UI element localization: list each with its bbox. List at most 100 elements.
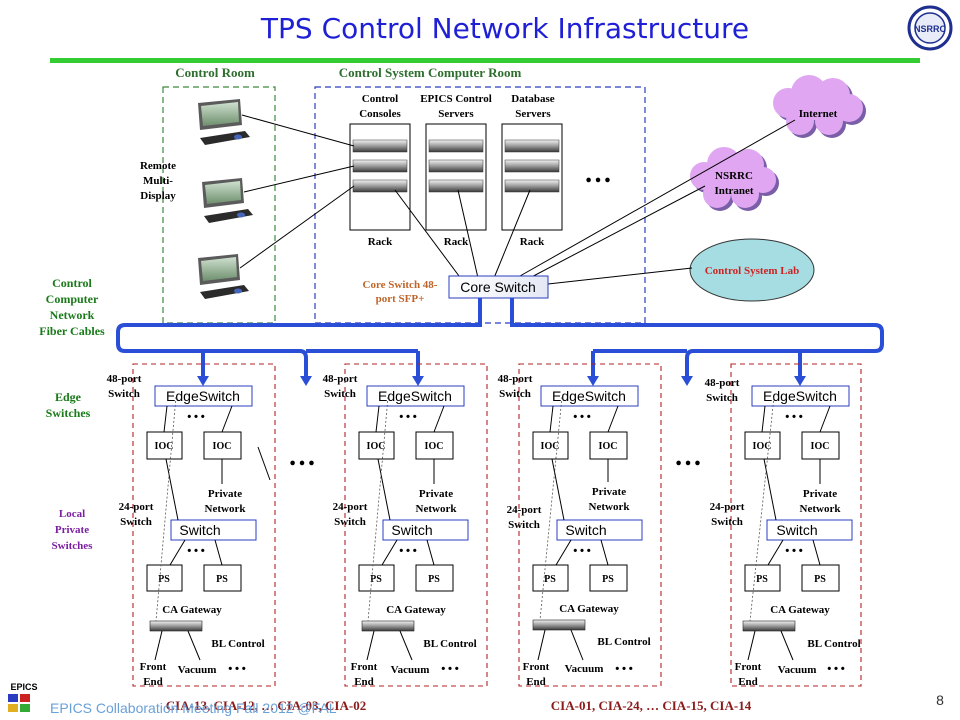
svg-text:Vacuum: Vacuum (391, 664, 430, 676)
svg-text:End: End (738, 676, 758, 688)
svg-text:Switch: Switch (565, 522, 606, 538)
svg-text:End: End (143, 676, 163, 688)
svg-text:48-port: 48-port (705, 377, 740, 389)
svg-text:…: … (572, 535, 592, 557)
svg-text:Intranet: Intranet (714, 185, 753, 197)
svg-text:PS: PS (756, 574, 768, 585)
cell-group-4: 48-port Switch EdgeSwitch … IOC IOC Priv… (705, 363, 862, 688)
rack-epics-servers: Rack (425, 123, 487, 248)
svg-text:Control: Control (52, 276, 92, 290)
fiber-cable-loop (116, 298, 884, 380)
svg-text:…: … (826, 653, 846, 675)
svg-text:Private: Private (55, 524, 89, 536)
svg-text:Network: Network (800, 503, 842, 515)
svg-text:Switch: Switch (120, 516, 152, 528)
svg-text:Switch: Switch (391, 522, 432, 538)
svg-text:IOC: IOC (599, 441, 618, 452)
svg-text:Database: Database (511, 93, 555, 105)
svg-text:CA Gateway: CA Gateway (162, 604, 222, 616)
svg-text:Remote: Remote (140, 160, 176, 172)
svg-text:48-port: 48-port (323, 373, 358, 385)
svg-text:48-port: 48-port (107, 373, 142, 385)
svg-text:Servers: Servers (438, 108, 474, 120)
svg-text:Vacuum: Vacuum (778, 664, 817, 676)
rack-header-consoles: Control Consoles (359, 93, 401, 120)
svg-text:EdgeSwitch: EdgeSwitch (552, 388, 626, 404)
svg-text:Switch: Switch (324, 388, 356, 400)
svg-text:EdgeSwitch: EdgeSwitch (763, 388, 837, 404)
svg-text:Switch: Switch (711, 516, 743, 528)
svg-text:24-port: 24-port (507, 504, 542, 516)
svg-text:Network: Network (205, 503, 247, 515)
svg-text:Switch: Switch (499, 388, 531, 400)
svg-text:Vacuum: Vacuum (565, 663, 604, 675)
rack-links (394, 189, 531, 281)
svg-text:24-port: 24-port (333, 501, 368, 513)
svg-text:Switch: Switch (508, 519, 540, 531)
svg-text:…: … (186, 401, 206, 423)
svg-text:…: … (572, 401, 592, 423)
rack-ellipsis: … (584, 158, 612, 189)
rack-database-servers: Rack (501, 123, 563, 248)
svg-text:Front: Front (140, 661, 167, 673)
svg-text:BL Control: BL Control (423, 638, 476, 650)
svg-text:Private: Private (803, 488, 837, 500)
local-private-switches-label: Local Private Switches (52, 508, 94, 552)
svg-text:Internet: Internet (799, 108, 838, 120)
svg-text:Switch: Switch (776, 522, 817, 538)
svg-text:BL Control: BL Control (211, 638, 264, 650)
svg-text:24-port: 24-port (710, 501, 745, 513)
core-switch: Core Switch (448, 275, 549, 299)
svg-text:…: … (614, 653, 634, 675)
svg-text:Switches: Switches (46, 406, 91, 420)
svg-text:PS: PS (602, 574, 614, 585)
internet-cloud: Internet (773, 75, 866, 138)
svg-text:CA Gateway: CA Gateway (559, 603, 619, 615)
svg-text:Display: Display (140, 190, 176, 202)
cell-group-2: 48-port Switch EdgeSwitch … IOC IOC Priv… (323, 363, 488, 688)
svg-text:IOC: IOC (367, 441, 386, 452)
control-system-lab: Control System Lab (689, 238, 815, 302)
svg-text:BL Control: BL Control (807, 638, 860, 650)
svg-text:Control: Control (362, 93, 398, 105)
svg-text:EPICS Control: EPICS Control (420, 93, 492, 105)
svg-text:…: … (227, 653, 247, 675)
svg-text:Consoles: Consoles (359, 108, 401, 120)
svg-text:Servers: Servers (515, 108, 551, 120)
svg-text:End: End (354, 676, 374, 688)
svg-text:Switch: Switch (108, 388, 140, 400)
svg-text:IOC: IOC (155, 441, 174, 452)
svg-text:Private: Private (208, 488, 242, 500)
svg-text:Multi-: Multi- (143, 175, 173, 187)
svg-text:…: … (784, 535, 804, 557)
svg-text:EdgeSwitch: EdgeSwitch (378, 388, 452, 404)
remote-display-label: Remote Multi- Display (140, 160, 176, 202)
svg-text:Front: Front (523, 661, 550, 673)
rack-header-epics: EPICS Control Servers (420, 93, 492, 120)
console-links (239, 114, 355, 269)
external-links (519, 119, 796, 285)
svg-text:EdgeSwitch: EdgeSwitch (166, 388, 240, 404)
cell-group-3: 48-port Switch EdgeSwitch … IOC IOC Priv… (498, 363, 662, 688)
computer-room-label: Control System Computer Room (339, 65, 522, 80)
svg-text:Rack: Rack (444, 236, 469, 248)
svg-text:Switch: Switch (179, 522, 220, 538)
title-underline (50, 58, 920, 63)
workstation-2 (202, 178, 253, 223)
group-ellipsis-left: … (288, 441, 316, 472)
svg-text:PS: PS (544, 574, 556, 585)
epics-logo: EPICS (8, 682, 38, 712)
svg-text:Edge: Edge (55, 390, 82, 404)
page-number: 8 (936, 692, 944, 708)
rack-header-database: Database Servers (511, 93, 555, 120)
intranet-cloud: NSRRC Intranet (690, 147, 779, 211)
workstation-3 (198, 254, 249, 299)
svg-text:Control System Lab: Control System Lab (705, 265, 800, 277)
svg-text:Computer: Computer (46, 292, 99, 306)
workstation-1 (198, 99, 250, 145)
svg-text:PS: PS (814, 574, 826, 585)
svg-text:Core Switch 48-: Core Switch 48- (363, 279, 438, 291)
svg-text:…: … (398, 401, 418, 423)
svg-text:48-port: 48-port (498, 373, 533, 385)
